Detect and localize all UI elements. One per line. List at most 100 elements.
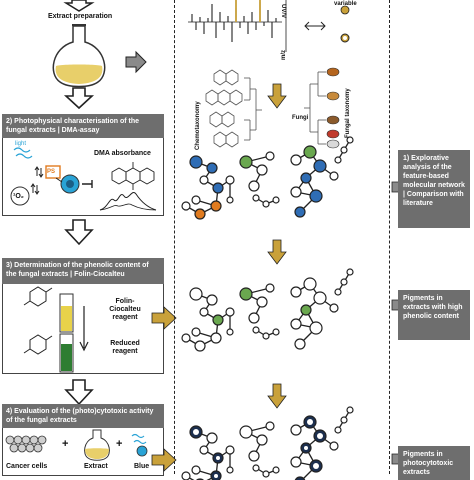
network-node	[210, 332, 222, 344]
step2-title: 2) Photophysical characterisation of the…	[2, 114, 164, 138]
network-node	[248, 312, 260, 324]
network-node	[194, 340, 206, 352]
right-dashed-divider	[389, 0, 390, 474]
step4-title: 4) Evaluation of the (photo)cytotoxic ac…	[2, 404, 164, 428]
reduced-reagent-label: Reduced reagent	[110, 340, 140, 355]
network-node	[340, 146, 348, 154]
network-node	[199, 307, 209, 317]
network-node	[252, 326, 260, 334]
network-node	[340, 416, 348, 424]
network-node	[290, 424, 302, 436]
network-node	[262, 332, 270, 340]
network-node	[181, 333, 191, 343]
network-node	[329, 171, 339, 181]
network-node	[290, 456, 302, 468]
network-node	[256, 164, 268, 176]
network-node	[206, 294, 218, 306]
network-node-core	[214, 474, 218, 478]
network-node	[226, 328, 234, 336]
network-node	[309, 321, 323, 335]
network-node	[226, 466, 234, 474]
extract-preparation-label: Extract preparation	[48, 13, 113, 20]
network-node	[272, 196, 280, 204]
network-node-core	[216, 456, 220, 460]
cancer-cells-label: Cancer cells	[6, 463, 48, 470]
step3-title: 3) Determination of the phenolic content…	[2, 258, 164, 284]
network-node	[290, 154, 302, 166]
output-box-photocytotoxic: Pigments in photocytotoxic extracts	[398, 446, 470, 480]
network-node	[212, 182, 224, 194]
network-node	[206, 432, 218, 444]
output-box-phenolic: Pigments in extracts with high phenolic …	[398, 290, 470, 340]
network-node	[194, 208, 206, 220]
network-node	[300, 304, 312, 316]
dma-absorbance-label: DMA absorbance	[94, 150, 151, 157]
network-node	[265, 421, 275, 431]
network-node	[303, 145, 317, 159]
network-node	[191, 327, 201, 337]
network-node	[313, 291, 327, 305]
network-node	[225, 175, 235, 185]
left-dashed-divider	[174, 0, 175, 474]
network-node	[210, 200, 222, 212]
network-node	[313, 159, 327, 173]
network-node	[265, 283, 275, 293]
network-node	[189, 155, 203, 169]
network-node	[199, 175, 209, 185]
fungi-label: Fungi	[292, 115, 309, 121]
light-label: light	[15, 141, 27, 147]
network-node	[290, 186, 302, 198]
network-node	[212, 314, 224, 326]
output-box-network-analysis: 1) Explorative analysis of the feature-b…	[398, 150, 470, 228]
network-node	[239, 287, 253, 301]
network-node	[272, 328, 280, 336]
network-node-core	[317, 433, 323, 439]
network-node	[300, 172, 312, 184]
network-node	[346, 406, 354, 414]
network-node	[303, 277, 317, 291]
network-node	[252, 194, 260, 202]
network-node	[340, 278, 348, 286]
network-node-core	[304, 446, 308, 450]
network-node-core	[307, 419, 313, 425]
network-node	[346, 268, 354, 276]
network-top	[181, 136, 354, 220]
network-node	[256, 296, 268, 308]
network-node	[290, 318, 302, 330]
plus-sign-2: +	[116, 438, 123, 450]
network-node	[294, 338, 306, 350]
network-node	[262, 200, 270, 208]
network-node	[329, 441, 339, 451]
singlet-oxygen-label: ¹O₂	[13, 193, 24, 200]
network-node	[189, 287, 203, 301]
network-node	[272, 466, 280, 474]
network-node	[252, 464, 260, 472]
network-node	[206, 162, 218, 174]
network-node	[181, 201, 191, 211]
network-phenolic	[181, 268, 354, 352]
variable-label: variable	[334, 1, 357, 7]
network-node	[239, 155, 253, 169]
folin-reagent-label: Folin-Ciocalteu reagent	[109, 298, 141, 321]
network-node-core	[193, 429, 199, 435]
network-node	[290, 286, 302, 298]
network-node	[309, 189, 323, 203]
network-node	[226, 196, 234, 204]
network-node	[256, 434, 268, 446]
network-node	[191, 195, 201, 205]
